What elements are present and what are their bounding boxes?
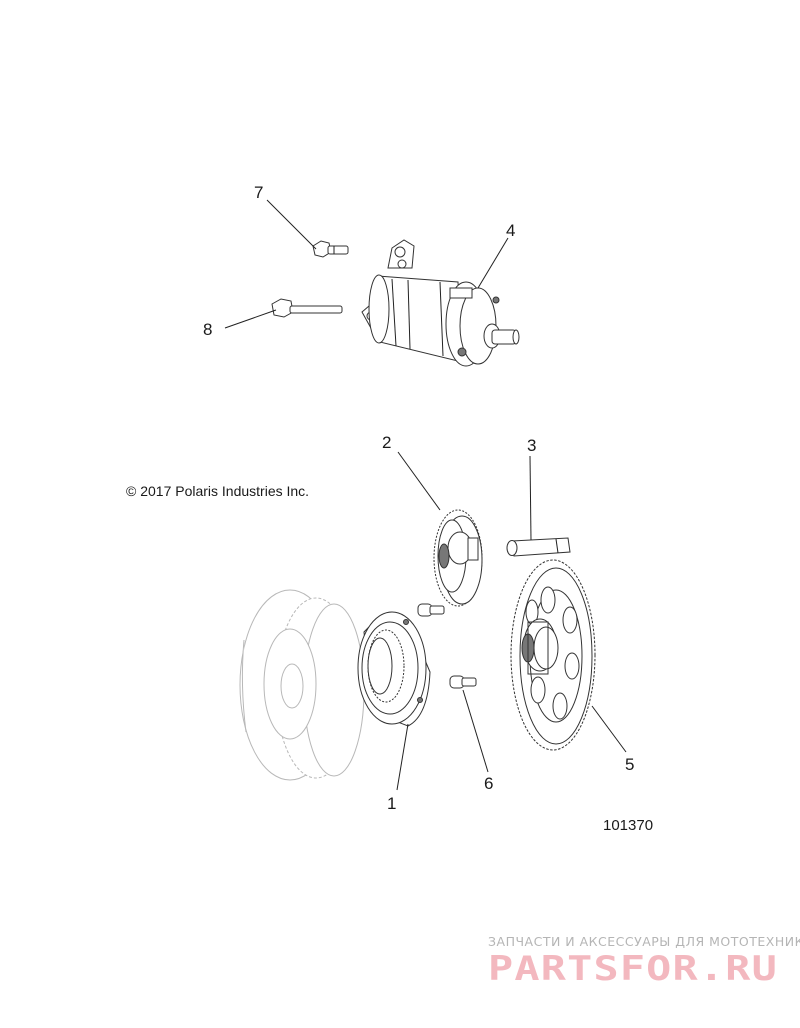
callout-3: 3 bbox=[527, 436, 536, 455]
part-4-starter-motor bbox=[361, 239, 520, 367]
copyright-notice: © 2017 Polaris Industries Inc. bbox=[126, 483, 309, 499]
callout-1: 1 bbox=[387, 794, 396, 813]
callout-8: 8 bbox=[203, 320, 212, 339]
part-2-idler-gear bbox=[433, 509, 483, 607]
part-6-screws bbox=[417, 603, 477, 689]
callout-2: 2 bbox=[382, 433, 391, 452]
part-5-starter-gear bbox=[510, 559, 596, 751]
watermark-tagline: ЗАПЧАСТИ И АКСЕССУАРЫ ДЛЯ МОТОТЕХНИКИ bbox=[488, 934, 800, 949]
part-1-starter-clutch bbox=[357, 611, 431, 727]
part-3-pin bbox=[506, 537, 571, 557]
watermark-brand: PARTSFOR.RU bbox=[488, 949, 778, 989]
leader-lines bbox=[224, 199, 627, 791]
part-8-bolt bbox=[271, 298, 343, 318]
callout-6: 6 bbox=[484, 774, 493, 793]
callout-5: 5 bbox=[625, 755, 634, 774]
callout-4: 4 bbox=[506, 221, 515, 240]
callout-7: 7 bbox=[254, 183, 263, 202]
part-7-bolt bbox=[312, 240, 349, 258]
flywheel-reference bbox=[239, 589, 365, 781]
figure-number: 101370 bbox=[603, 817, 653, 834]
callout-labels: 7 8 4 2 3 5 6 1 bbox=[203, 183, 634, 813]
watermark: ЗАПЧАСТИ И АКСЕССУАРЫ ДЛЯ МОТОТЕХНИКИ PA… bbox=[488, 934, 800, 989]
